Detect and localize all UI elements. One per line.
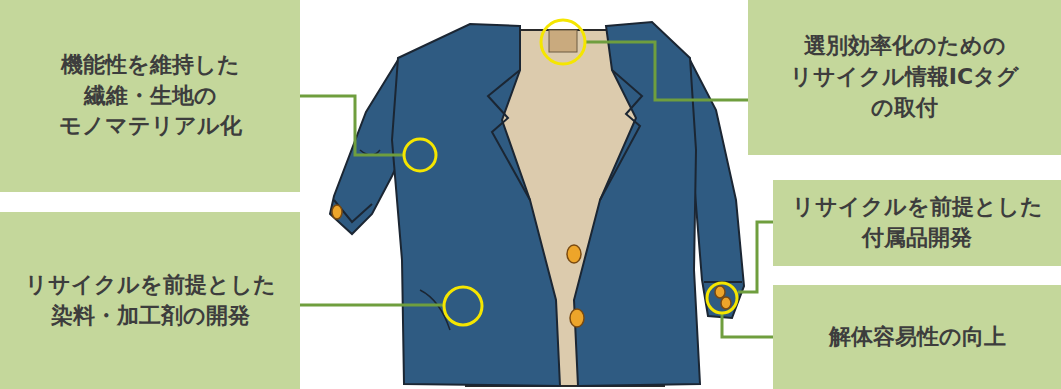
label-box: 機能性を維持した 繊維・生地の モノマテリアル化	[0, 0, 300, 192]
button	[721, 297, 731, 309]
label-box: 解体容易性の向上	[773, 285, 1061, 389]
leader-line	[722, 314, 773, 337]
jacket-front-right	[574, 22, 700, 386]
label-text: リサイクルを前提とした 染料・加工剤の開発	[14, 270, 286, 332]
highlight-circle	[707, 283, 737, 313]
leader-line	[300, 96, 403, 155]
button	[570, 309, 584, 327]
button	[332, 205, 342, 219]
jacket-front-left	[392, 24, 560, 386]
button	[715, 286, 725, 298]
ic-tag	[549, 30, 577, 52]
leader-lines	[300, 42, 773, 337]
jacket-lapel	[488, 70, 530, 200]
label-text: 解体容易性の向上	[786, 322, 1048, 353]
label-box: 選別効率化のための リサイクル情報ICタグ の取付	[748, 0, 1061, 155]
highlight-circle	[541, 20, 585, 64]
label-text: 選別効率化のための リサイクル情報ICタグ の取付	[785, 31, 1025, 123]
leader-line	[300, 304, 443, 307]
leader-line	[586, 42, 748, 100]
label-text: 機能性を維持した 繊維・生地の モノマテリアル化	[45, 50, 255, 142]
label-box: リサイクルを前提とした 付属品開発	[773, 180, 1061, 266]
button	[567, 245, 581, 263]
highlight-circle	[444, 287, 482, 325]
highlight-circle	[404, 139, 436, 171]
leader-line	[738, 222, 773, 292]
label-text: リサイクルを前提とした 付属品開発	[786, 192, 1048, 254]
highlight-circles	[404, 20, 737, 325]
jacket-lapel	[600, 70, 642, 200]
label-box: リサイクルを前提とした 染料・加工剤の開発	[0, 212, 300, 389]
